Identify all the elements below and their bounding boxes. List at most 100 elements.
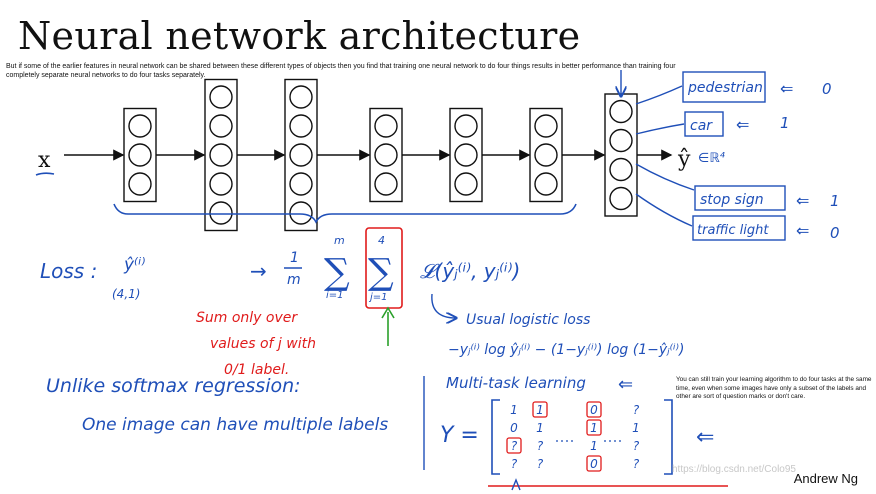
multitask-label: Multi-task learning	[446, 374, 586, 392]
layer-2	[204, 78, 238, 232]
matrix-pointer-arrow: ⇐	[696, 425, 714, 450]
neuron	[128, 114, 152, 138]
sum-outer-bottom: i=1	[326, 290, 344, 301]
multitask-note: You can still train your learning algori…	[676, 376, 872, 400]
input-label: x	[38, 148, 51, 173]
neuron	[609, 157, 633, 182]
matrix-cell: ?	[511, 439, 518, 453]
multitask-section: Multi-task learning ⇐ Y = 10??11??0110?1…	[423, 374, 728, 491]
matrix-cell: ?	[633, 457, 640, 471]
loss-frac-den: m	[287, 272, 301, 288]
loss-yhat: ŷ⁽ⁱ⁾	[123, 255, 145, 275]
neuron	[289, 143, 313, 167]
matrix-cell: 1	[590, 421, 598, 435]
matrix-cell: ?	[537, 457, 544, 471]
layer-1	[123, 107, 157, 203]
softmax-line-2: One image can have multiple labels	[82, 415, 388, 435]
logistic-loss-formula: −yⱼ⁽ⁱ⁾ log ŷⱼ⁽ⁱ⁾ − (1−yⱼ⁽ⁱ⁾) log (1−ŷⱼ⁽ⁱ…	[448, 342, 684, 358]
neuron	[128, 172, 152, 196]
neuron	[609, 128, 633, 153]
output-label-car: car	[690, 118, 713, 134]
matrix-cell: ?	[633, 403, 640, 417]
neuron	[209, 85, 233, 109]
y-matrix-label: Y =	[440, 423, 479, 448]
red-note-line-1: Sum only over	[196, 310, 298, 326]
matrix-cell: 1	[536, 403, 544, 417]
output-label-traffic-light: traffic light	[697, 223, 769, 238]
sum-inner-symbol: ∑	[368, 252, 394, 293]
neuron	[209, 114, 233, 138]
neuron	[209, 143, 233, 167]
output-value-pedestrian: 0	[822, 80, 832, 98]
sum-inner-top: 4	[378, 234, 385, 247]
sum-inner-bottom: j=1	[368, 292, 388, 303]
red-note-line-2: values of j with	[210, 336, 316, 352]
neuron	[209, 172, 233, 196]
matrix-cell: 1	[536, 421, 544, 435]
neuron	[289, 172, 313, 196]
inner-sum-highlight	[365, 227, 403, 309]
layer-6	[529, 107, 563, 203]
first-column-arrow	[511, 478, 521, 491]
matrix-cell: 0	[590, 457, 598, 471]
svg-text:⇐: ⇐	[780, 79, 793, 98]
hidden-layers-brace	[113, 203, 577, 224]
watermark: https://blog.csdn.net/Colo95	[672, 464, 796, 475]
svg-text:⇐: ⇐	[796, 191, 809, 210]
matrix-cell: 1	[510, 403, 518, 417]
y-matrix: 1 0?? 1 1?? 0 1 1 0? 1??	[506, 401, 640, 472]
usual-loss-label: Usual logistic loss	[466, 312, 590, 328]
neuron	[454, 172, 478, 196]
inner-sum-pointer-arrow	[381, 306, 395, 319]
output-label: ŷ	[677, 147, 691, 172]
matrix-cell: ?	[633, 439, 640, 453]
matrix-cell-highlight	[586, 455, 602, 472]
loss-shape: (4,1)	[112, 287, 140, 301]
output-label-pedestrian: pedestrian	[687, 80, 763, 96]
matrix-cell-highlight	[586, 401, 602, 418]
neuron	[609, 186, 633, 211]
svg-text:⇐: ⇐	[796, 221, 809, 240]
matrix-cell: 1	[590, 439, 598, 453]
layer-4	[369, 107, 403, 203]
matrix-right-bracket	[664, 399, 673, 475]
output-labels: pedestrian ⇐ 0 car ⇐ 1 stop sign ⇐ 1 tra…	[635, 71, 840, 242]
sum-outer-top: m	[334, 234, 345, 247]
neuron	[454, 114, 478, 138]
loss-arrow: →	[250, 259, 267, 283]
matrix-cell-highlight	[586, 419, 602, 436]
matrix-cell: 0	[590, 403, 598, 417]
red-note-line-3: 0/1 label.	[224, 362, 289, 378]
output-value-car: 1	[780, 114, 790, 132]
multitask-arrow: ⇐	[618, 374, 633, 395]
output-value-traffic-light: 0	[830, 224, 840, 242]
slide-title: Neural network architecture	[18, 14, 581, 58]
layer-7	[604, 93, 638, 217]
neuron	[534, 143, 558, 167]
matrix-left-bracket	[491, 399, 500, 475]
neuron	[609, 99, 633, 124]
neuron	[534, 172, 558, 196]
neuron	[374, 114, 398, 138]
input-underline	[35, 172, 55, 176]
neuron	[209, 201, 233, 225]
matrix-cell: 0	[510, 421, 518, 435]
matrix-cell: 1	[632, 421, 640, 435]
loss-term: 𝓛(ŷⱼ⁽ⁱ⁾, yⱼ⁽ⁱ⁾)	[420, 259, 520, 283]
author-credit: Andrew Ng	[793, 471, 858, 486]
neuron	[289, 114, 313, 138]
matrix-cell: ?	[511, 457, 518, 471]
matrix-cell: ?	[537, 439, 544, 453]
output-label-stop-sign: stop sign	[700, 192, 764, 208]
matrix-cell-highlight	[532, 401, 548, 418]
svg-text:⇐: ⇐	[736, 115, 749, 134]
neuron	[289, 85, 313, 109]
output-space: ∈ℝ⁴	[698, 151, 726, 166]
neuron	[289, 201, 313, 225]
neuron	[128, 143, 152, 167]
output-value-stop-sign: 1	[830, 192, 840, 210]
neuron	[454, 143, 478, 167]
sum-outer-symbol: ∑	[324, 252, 350, 293]
matrix-cell-highlight	[506, 437, 522, 454]
